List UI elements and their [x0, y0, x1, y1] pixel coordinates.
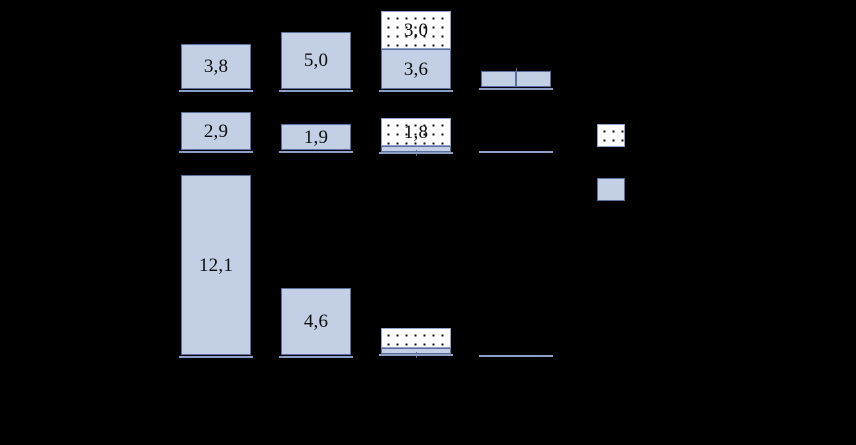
bar-value-label: 5,0 — [303, 50, 329, 71]
bar-segment-r1c2-solid: 5,0 — [281, 32, 351, 89]
legend-swatch-dotted[interactable] — [597, 124, 625, 147]
bar-segment-r2c1-solid: 2,9 — [181, 112, 251, 150]
bar-segment-r1c4-solid-lower — [516, 71, 551, 87]
bar-baseline-r3c3 — [379, 354, 453, 356]
bar-value-label: 1,9 — [303, 126, 329, 148]
bar-segment-r1c4-solid-upper — [481, 71, 516, 87]
bar-baseline-r2c2 — [279, 151, 353, 153]
bar-baseline-r3c1 — [179, 356, 253, 358]
bar-segment-r2c2-solid: 1,9 — [281, 124, 351, 150]
bar-baseline-r1c1 — [179, 90, 253, 92]
bar-value-label: 3,0 — [403, 19, 429, 41]
bar-value-label: 12,1 — [198, 254, 234, 276]
bar-value-label: 3,8 — [203, 56, 229, 77]
bar-baseline-r2c4 — [479, 151, 553, 153]
bar-value-label: 2,9 — [203, 120, 229, 142]
bar-baseline-r1c4 — [479, 88, 553, 90]
bar-baseline-r1c3 — [379, 90, 453, 92]
bar-segment-r1c3-solid: 3,6 — [381, 49, 451, 89]
bar-segment-r1c3-dotted: 3,0 — [381, 11, 451, 49]
bar-segment-r3c3-dotted — [381, 328, 451, 348]
bar-value-label: 4,6 — [303, 311, 329, 332]
bar-segment-r1c1-solid: 3,8 — [181, 44, 251, 89]
bar-baseline-r1c2 — [279, 90, 353, 92]
bar-segment-r3c2-solid: 4,6 — [281, 288, 351, 355]
bar-baseline-r3c2 — [279, 356, 353, 358]
bar-segment-divider-r1c4 — [516, 68, 517, 80]
legend-swatch-solid[interactable] — [597, 178, 625, 201]
bar-baseline-r3c4 — [479, 355, 553, 357]
bar-value-label: 1,8 — [403, 121, 429, 143]
bar-segment-r3c1-solid: 12,1 — [181, 175, 251, 355]
bar-baseline-r2c1 — [179, 151, 253, 153]
bar-baseline-r2c3 — [379, 152, 453, 154]
bar-segment-r2c3-dotted: 1,8 — [381, 118, 451, 146]
bar-value-label: 3,6 — [403, 58, 429, 80]
